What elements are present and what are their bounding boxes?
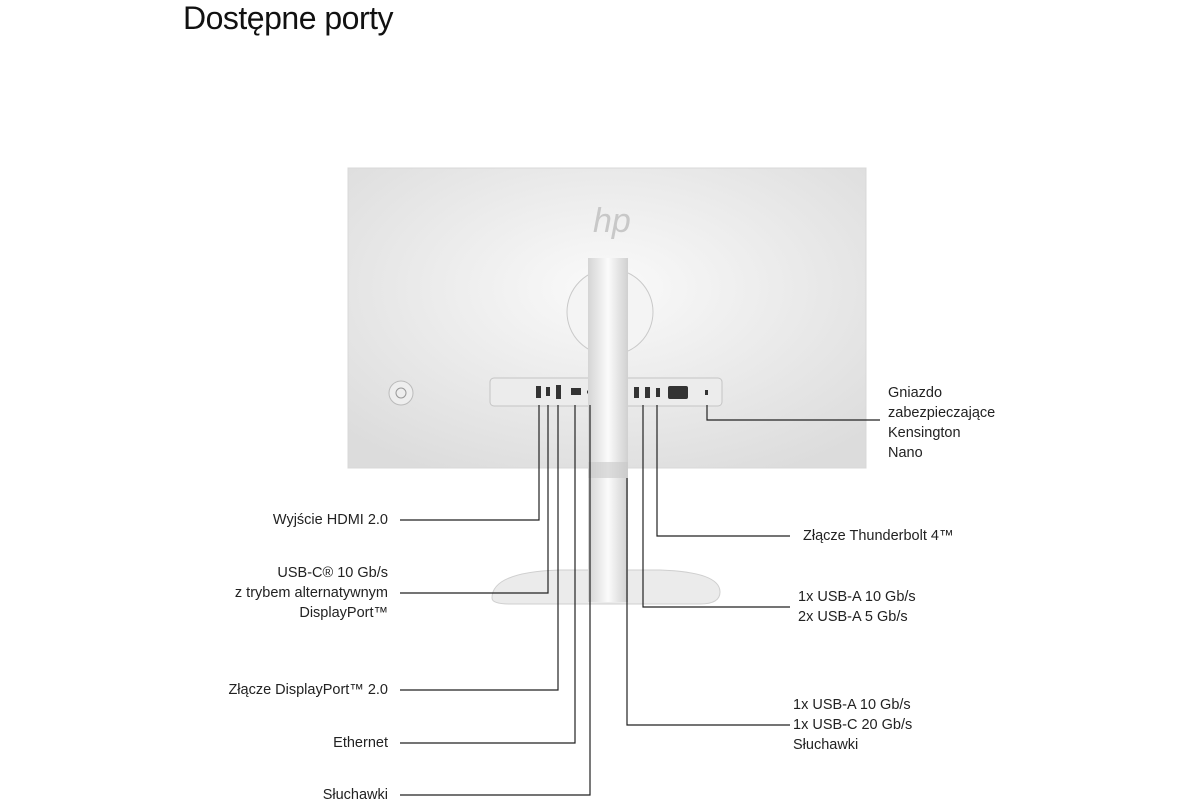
- label-line: Złącze DisplayPort™ 2.0: [228, 682, 388, 698]
- label-line: 1x USB-C 20 Gb/s: [793, 717, 913, 733]
- label-bottom-ports: 1x USB-A 10 Gb/s 1x USB-C 20 Gb/s Słucha…: [793, 695, 912, 755]
- label-displayport: Złącze DisplayPort™ 2.0: [228, 680, 388, 700]
- label-line: Ethernet: [333, 735, 388, 751]
- label-line: z trybem alternatywnym: [234, 585, 388, 601]
- monitor-back: hp: [347, 167, 867, 605]
- label-line: zabezpieczające: [888, 405, 996, 421]
- power-icon: [395, 387, 407, 399]
- label-kensington: Gniazdo zabezpieczające Kensington Nano: [888, 383, 995, 463]
- label-headphones: Słuchawki: [323, 785, 388, 805]
- callout-lines: [400, 405, 880, 796]
- label-thunderbolt: Złącze Thunderbolt 4™: [803, 526, 953, 546]
- label-line: 1x USB-A 10 Gb/s: [793, 697, 911, 713]
- label-ethernet: Ethernet: [333, 733, 388, 753]
- label-usb-a-group: 1x USB-A 10 Gb/s 2x USB-A 5 Gb/s: [798, 587, 916, 627]
- label-line: Słuchawki: [322, 787, 388, 803]
- label-line: 1x USB-A 10 Gb/s: [798, 589, 916, 605]
- label-line: Złącze Thunderbolt 4™: [803, 528, 954, 544]
- label-line: 2x USB-A 5 Gb/s: [798, 609, 908, 625]
- stand-neck: [588, 258, 628, 602]
- page-title: Dostępne porty: [183, 0, 394, 36]
- label-line: Wyjście HDMI 2.0: [272, 512, 388, 528]
- label-line: USB-C® 10 Gb/s: [277, 565, 388, 581]
- label-line: Słuchawki: [793, 737, 859, 753]
- label-hdmi: Wyjście HDMI 2.0: [273, 510, 388, 530]
- label-line: Nano: [888, 445, 923, 461]
- power-button[interactable]: [388, 380, 414, 406]
- label-line: Gniazdo: [888, 385, 943, 401]
- label-usb-c-dp-alt: USB-C® 10 Gb/s z trybem alternatywnym Di…: [235, 563, 388, 623]
- label-line: DisplayPort™: [299, 605, 388, 621]
- hp-logo: hp: [593, 202, 631, 240]
- label-line: Kensington: [888, 425, 961, 441]
